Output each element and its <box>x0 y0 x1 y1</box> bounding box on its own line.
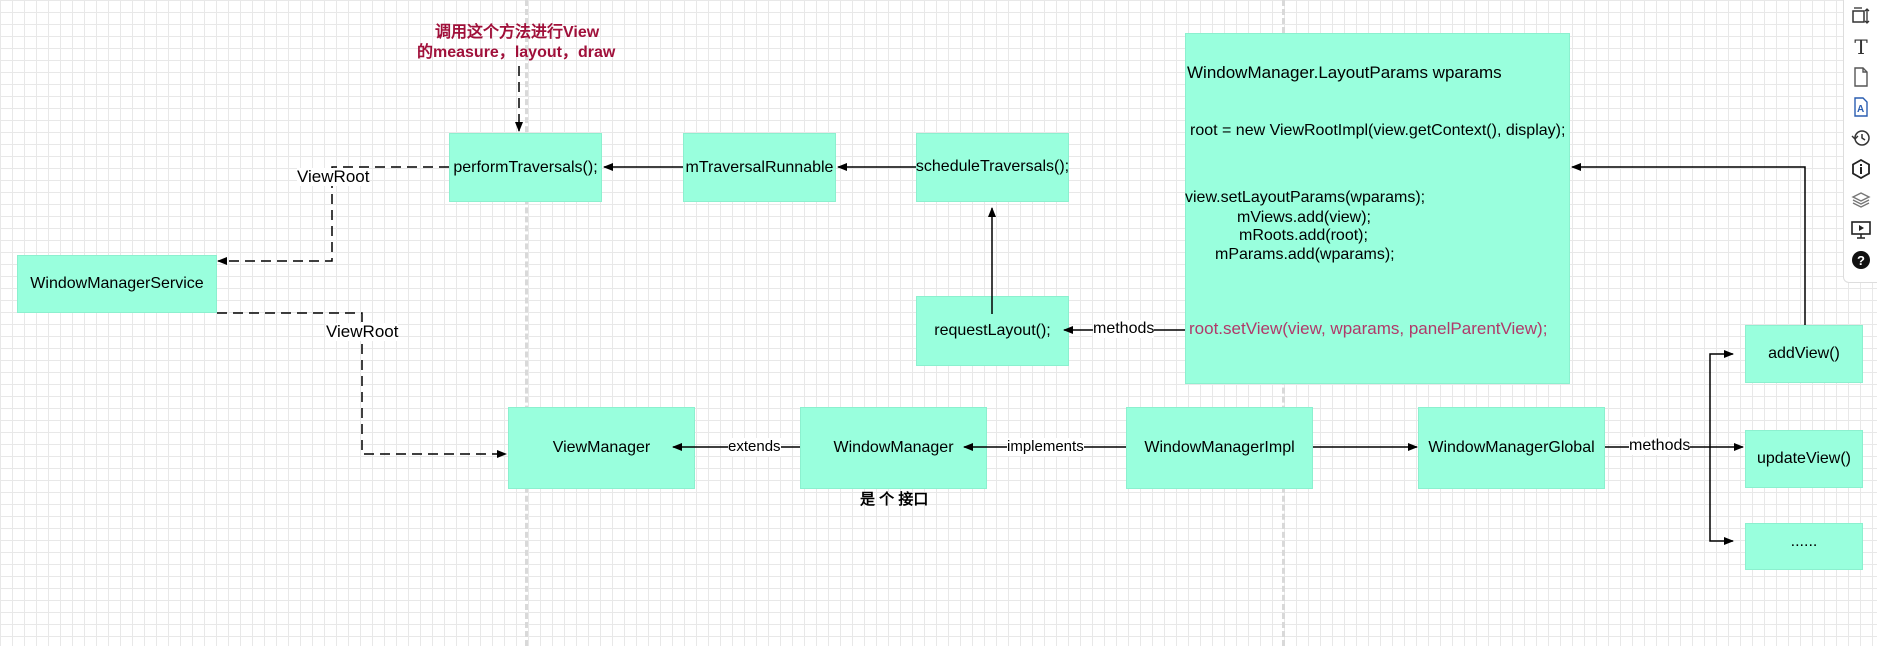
edge-label-viewroot-bottom: ViewRoot <box>326 322 399 341</box>
box-window-manager-global[interactable]: WindowManagerGlobal <box>1418 407 1605 489</box>
edge-label-implements: implements <box>1007 438 1084 456</box>
box-label: WindowManagerImpl <box>1144 439 1295 456</box>
history-icon[interactable] <box>1849 126 1873 150</box>
fit-page-icon[interactable] <box>1849 4 1873 28</box>
edge-label-methods-global: methods <box>1629 437 1691 455</box>
note-interface: 是 个 接口 <box>860 491 929 508</box>
box-traversal-runnable[interactable]: mTraversalRunnable <box>683 133 836 202</box>
box-view-manager[interactable]: ViewManager <box>508 407 695 489</box>
code-views-add: mViews.add(view); <box>1237 209 1371 226</box>
box-more[interactable]: ...... <box>1745 523 1863 570</box>
right-toolbar: T A ? <box>1843 0 1877 283</box>
edge-label-extends: extends <box>728 438 781 456</box>
box-label: scheduleTraversals(); <box>915 158 1070 175</box>
code-set-params: view.setLayoutParams(wparams); <box>1185 189 1426 206</box>
box-add-view[interactable]: addView() <box>1745 325 1863 383</box>
svg-text:A: A <box>1857 104 1864 115</box>
annotation-line1: 调用这个方法进行View <box>435 24 600 41</box>
edge-label-viewroot-top: ViewRoot <box>297 167 370 186</box>
annotation-line2: 的measure，layout，draw <box>417 44 616 61</box>
text-icon[interactable]: T <box>1854 35 1868 59</box>
box-window-manager-impl[interactable]: WindowManagerImpl <box>1126 407 1313 489</box>
code-title: WindowManager.LayoutParams wparams <box>1187 63 1502 82</box>
layers-icon[interactable] <box>1849 188 1873 212</box>
info-icon[interactable] <box>1849 157 1873 181</box>
code-set-view: root.setView(view, wparams, panelParentV… <box>1189 319 1548 338</box>
page-break-line <box>525 0 528 646</box>
edge-branch-to-more <box>1709 447 1734 545</box>
code-roots-add: mRoots.add(root); <box>1239 227 1368 244</box>
edge-label-methods-request: methods <box>1093 320 1155 338</box>
edge-addview-to-codeblock <box>1571 163 1806 325</box>
box-perform-traversals[interactable]: performTraversals(); <box>449 133 602 202</box>
svg-text:?: ? <box>1857 253 1865 268</box>
document-icon[interactable] <box>1849 65 1873 89</box>
edge-branch-to-add <box>1709 350 1734 447</box>
code-params-add: mParams.add(wparams); <box>1215 246 1395 263</box>
box-label: performTraversals(); <box>453 158 598 176</box>
box-label: mTraversalRunnable <box>685 158 834 176</box>
box-update-view[interactable]: updateView() <box>1745 430 1863 488</box>
box-label: requestLayout(); <box>934 322 1051 339</box>
box-label: WindowManagerGlobal <box>1428 439 1595 456</box>
code-root-new: root = new ViewRootImpl(view.getContext(… <box>1190 122 1566 139</box>
box-window-manager[interactable]: WindowManager <box>800 407 987 489</box>
box-schedule-traversals[interactable]: scheduleTraversals(); <box>916 133 1069 202</box>
help-icon[interactable]: ? <box>1849 248 1873 272</box>
box-label: ViewManager <box>552 439 651 456</box>
format-icon[interactable]: A <box>1849 95 1873 119</box>
box-label: ...... <box>1790 533 1818 550</box>
edge-perform-to-wms <box>217 166 449 265</box>
box-label: WindowManagerService <box>30 275 204 292</box>
edge-wms-to-viewmanager <box>217 312 507 458</box>
present-icon[interactable] <box>1849 218 1873 242</box>
box-window-manager-service[interactable]: WindowManagerService <box>17 255 217 313</box>
box-label: updateView() <box>1757 450 1851 467</box>
box-label: WindowManager <box>833 439 954 456</box>
box-label: addView() <box>1768 345 1840 362</box>
code-block-box[interactable] <box>1185 33 1570 384</box>
